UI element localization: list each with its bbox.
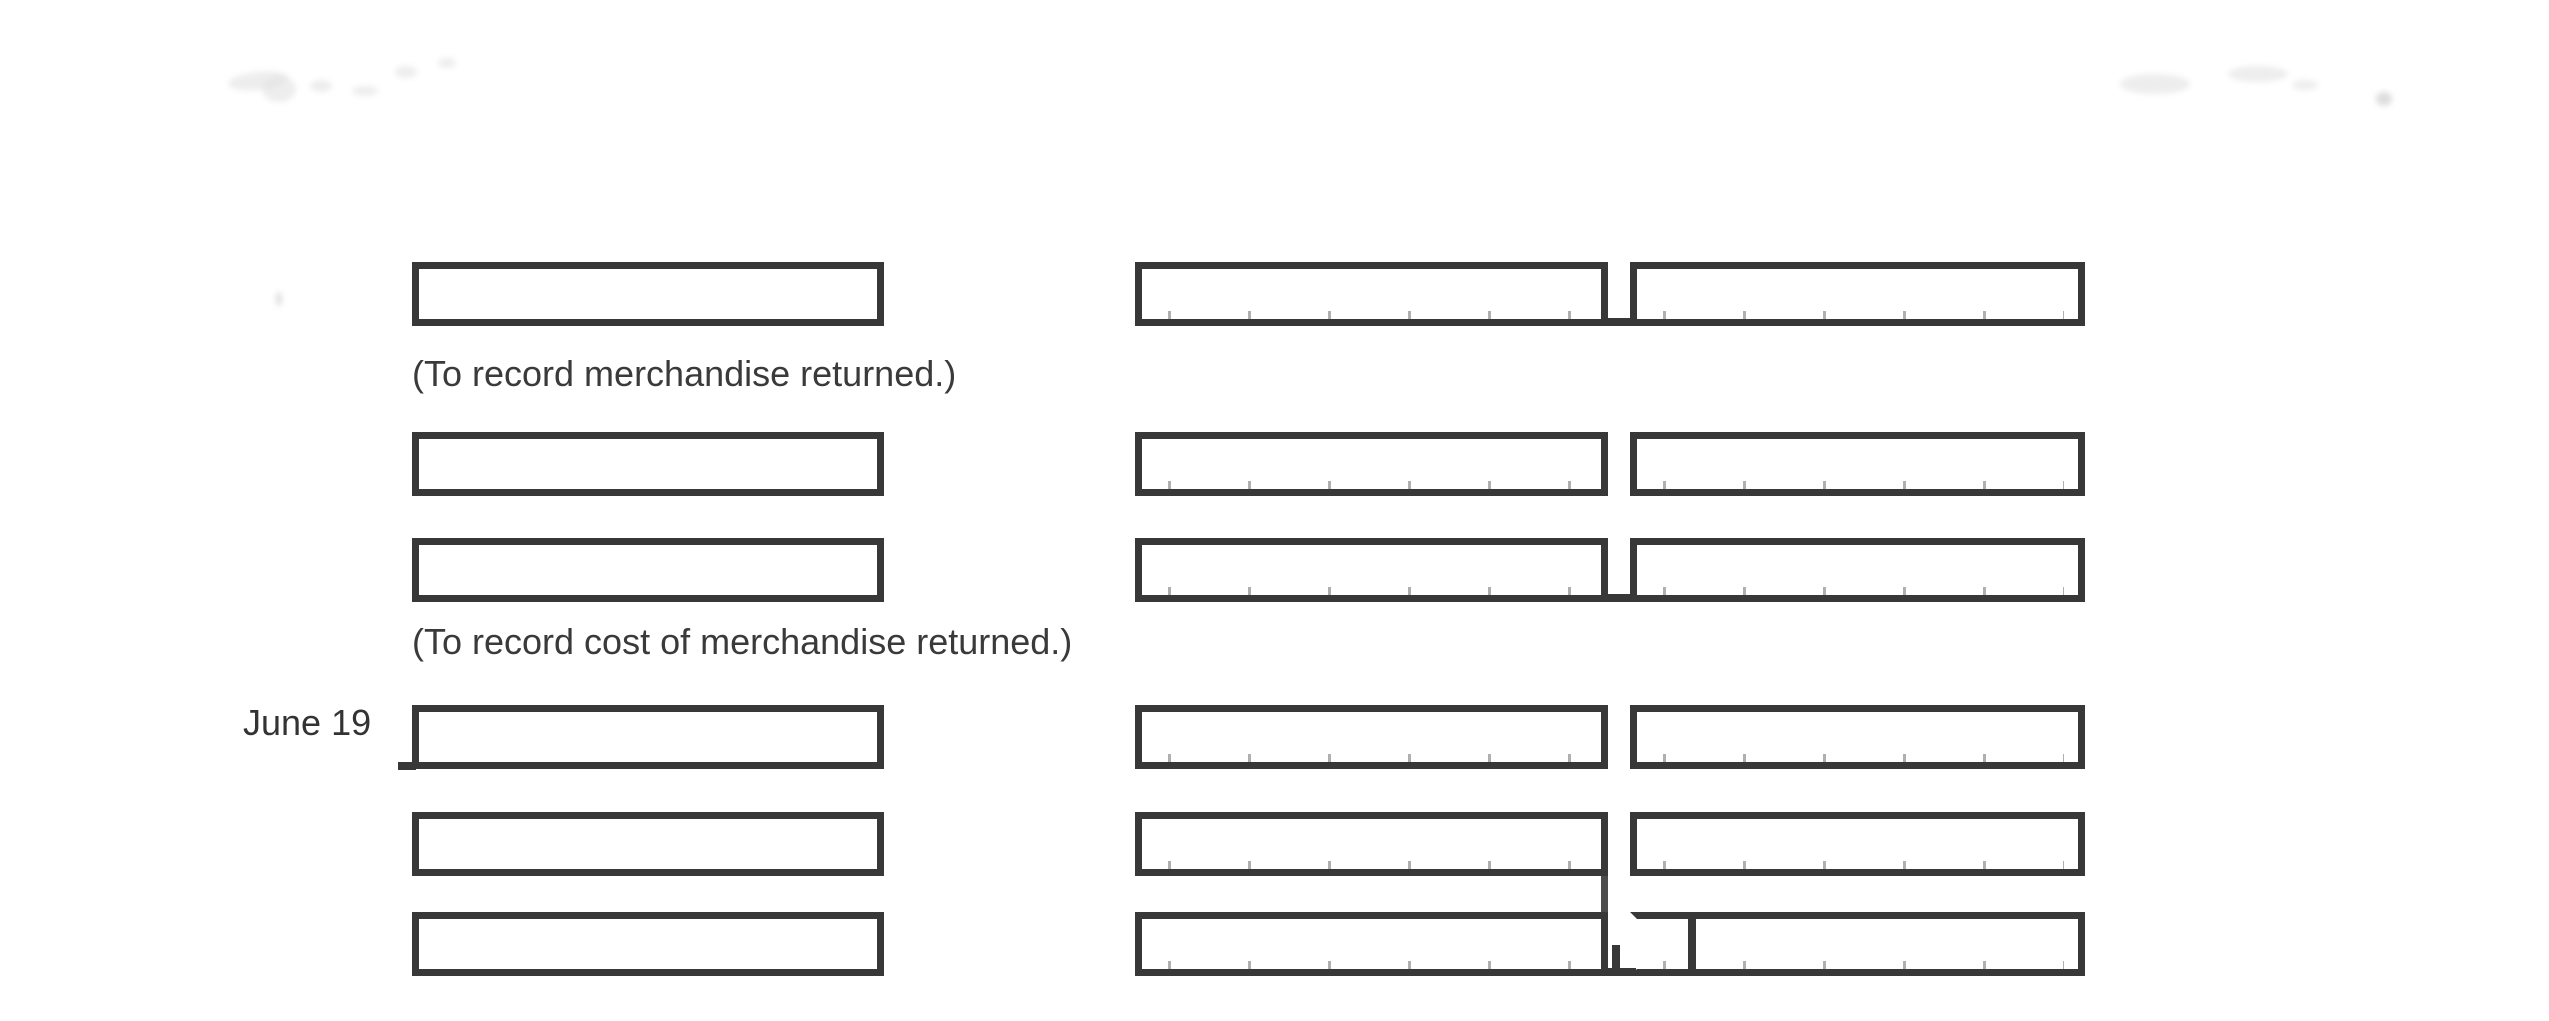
journal-row-4-account-input[interactable]: [412, 705, 884, 769]
scan-rule-ticks: [1168, 961, 1587, 973]
scan-smudge: [438, 58, 456, 68]
scan-artifact-line: [1601, 876, 1608, 916]
journal-row-3-account-input[interactable]: [412, 538, 884, 602]
scan-rule-ticks: [1663, 311, 2064, 323]
scan-rule-ticks: [1663, 961, 2064, 973]
journal-row-2-debit-input[interactable]: [1135, 432, 1608, 496]
journal-row-5-credit-input[interactable]: [1630, 812, 2085, 876]
scan-artifact-line: [1602, 968, 1636, 976]
scan-smudge: [2228, 66, 2288, 82]
scan-smudge: [310, 80, 332, 92]
column-divider-line: [1688, 917, 1696, 971]
scan-artifact-line: [1602, 594, 1636, 602]
scan-smudge: [395, 66, 417, 78]
journal-row-1-credit-input[interactable]: [1630, 262, 2085, 326]
scan-rule-ticks: [1168, 861, 1587, 873]
entry-caption-cost-of-merchandise-returned: (To record cost of merchandise returned.…: [412, 621, 1073, 662]
scan-rule-ticks: [1168, 481, 1587, 493]
scan-smudge: [2120, 74, 2190, 94]
scan-rule-ticks: [1168, 587, 1587, 599]
journal-row-4-credit-input[interactable]: [1630, 705, 2085, 769]
journal-row-5-debit-input[interactable]: [1135, 812, 1608, 876]
journal-row-3-debit-input[interactable]: [1135, 538, 1608, 602]
scan-smudge: [2376, 92, 2392, 106]
journal-row-6-debit-input[interactable]: [1135, 912, 1608, 976]
journal-row-2-credit-input[interactable]: [1630, 432, 2085, 496]
scan-smudge: [262, 76, 296, 102]
journal-row-1-account-input[interactable]: [412, 262, 884, 326]
scan-rule-ticks: [1663, 861, 2064, 873]
scan-smudge: [276, 292, 282, 306]
journal-row-1-debit-input[interactable]: [1135, 262, 1608, 326]
scan-artifact-line: [398, 762, 416, 770]
scan-rule-ticks: [1168, 311, 1587, 323]
journal-row-3-credit-input[interactable]: [1630, 538, 2085, 602]
journal-row-4-debit-input[interactable]: [1135, 705, 1608, 769]
scan-smudge: [2292, 80, 2318, 90]
scan-artifact-line: [1602, 318, 1636, 326]
journal-row-2-account-input[interactable]: [412, 432, 884, 496]
journal-row-6-credit-input[interactable]: [1630, 912, 2085, 976]
scan-rule-ticks: [1663, 481, 2064, 493]
entry-date-label: June 19: [243, 702, 372, 743]
scan-artifact-line: [1612, 945, 1620, 972]
scan-rule-ticks: [1168, 754, 1587, 766]
entry-caption-merchandise-returned: (To record merchandise returned.): [412, 353, 957, 394]
scan-rule-ticks: [1663, 587, 2064, 599]
scan-smudge: [352, 86, 378, 96]
journal-row-6-account-input[interactable]: [412, 912, 884, 976]
scan-rule-ticks: [1663, 754, 2064, 766]
journal-row-5-account-input[interactable]: [412, 812, 884, 876]
